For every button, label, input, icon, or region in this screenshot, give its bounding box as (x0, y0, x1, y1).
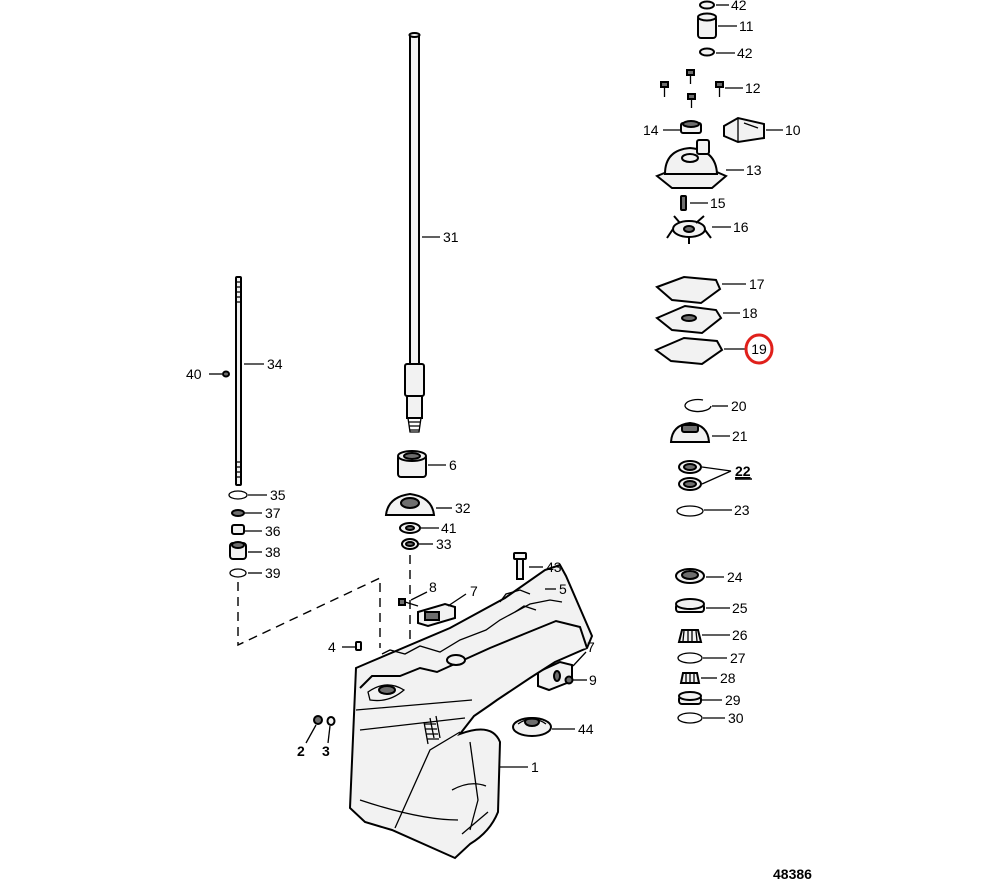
part-washer-37 (231, 509, 245, 517)
callout-14: 14 (643, 122, 659, 138)
part-impeller-16 (666, 215, 712, 244)
part-oring-39 (229, 568, 247, 578)
part-face-plate-18 (655, 304, 723, 335)
callout-20: 20 (731, 398, 747, 414)
part-oring-27 (677, 652, 703, 664)
callout-21: 21 (732, 428, 748, 444)
callout-2: 2 (297, 743, 305, 759)
callout-19-highlight: 19 (744, 333, 774, 365)
part-oil-seals-22 (678, 460, 702, 491)
part-bushing-36 (231, 524, 245, 535)
part-pump-housing-13 (655, 139, 728, 189)
part-pin-4 (355, 641, 362, 651)
callout-34: 34 (267, 356, 283, 372)
callout-10: 10 (785, 122, 801, 138)
part-gasket-19 (653, 336, 724, 366)
part-bearing-24 (675, 568, 705, 584)
part-washer-41 (399, 522, 421, 534)
part-carrier-21 (669, 421, 711, 443)
callout-24: 24 (727, 569, 743, 585)
callout-7b: 7 (587, 639, 595, 655)
part-seal-3 (326, 716, 336, 726)
dashed-leader-shift-shaft (237, 576, 381, 648)
callout-11: 11 (739, 18, 754, 34)
callout-41: 41 (441, 520, 457, 536)
callout-43: 43 (546, 559, 562, 575)
callout-44: 44 (578, 721, 594, 737)
callout-25: 25 (732, 600, 748, 616)
callout-42a: 42 (731, 0, 747, 13)
callout-23: 23 (734, 502, 750, 518)
part-screws-12 (660, 69, 724, 108)
part-gear-housing-1 (348, 563, 594, 860)
callout-6: 6 (449, 457, 457, 473)
part-driveshaft-31 (404, 32, 425, 433)
callout-13: 13 (746, 162, 762, 178)
callout-39: 39 (265, 565, 281, 581)
callout-31: 31 (443, 229, 459, 245)
drawing-number: 48386 (773, 866, 812, 879)
callout-38: 38 (265, 544, 281, 560)
part-shift-shaft-34 (235, 276, 242, 486)
part-oring-42-lower (699, 47, 715, 57)
part-oring-30 (677, 712, 703, 724)
part-screw-8 (398, 598, 419, 607)
callout-labels: 42 11 42 12 14 10 13 15 16 31 17 18 19 4… (186, 0, 812, 879)
callout-28: 28 (720, 670, 736, 686)
part-tapered-bearing-26 (677, 629, 703, 643)
part-seal-32 (384, 492, 436, 516)
callout-12: 12 (745, 80, 761, 96)
part-screw-9 (564, 675, 574, 685)
callout-18: 18 (742, 305, 758, 321)
leader-lines (209, 4, 783, 768)
part-screw-43 (513, 552, 527, 580)
callout-42b: 42 (737, 45, 753, 61)
part-insert-10 (723, 116, 765, 144)
part-gasket-17 (655, 275, 722, 305)
part-grommet-14 (680, 120, 702, 134)
callout-27: 27 (730, 650, 746, 666)
callout-16: 16 (733, 219, 749, 235)
part-drive-key-15 (680, 195, 687, 211)
callout-37: 37 (265, 505, 281, 521)
callout-40: 40 (186, 366, 202, 382)
part-oring-42-top (699, 0, 715, 10)
callout-32: 32 (455, 500, 471, 516)
part-bushing-11 (697, 12, 717, 39)
part-anode-7-upper (417, 602, 456, 628)
callout-5: 5 (559, 581, 567, 597)
callout-29: 29 (725, 692, 741, 708)
callout-26: 26 (732, 627, 748, 643)
callout-7a: 7 (470, 583, 478, 599)
callout-30: 30 (728, 710, 744, 726)
callout-8: 8 (429, 579, 437, 595)
part-cover-44 (512, 717, 552, 737)
part-nut-33 (401, 538, 419, 550)
part-clip-40 (222, 370, 230, 378)
part-oring-35 (228, 490, 248, 500)
callout-4: 4 (328, 639, 336, 655)
callout-3: 3 (322, 743, 330, 759)
part-retaining-ring-20 (684, 398, 712, 413)
part-oring-23 (676, 505, 704, 517)
callout-1: 1 (531, 759, 539, 775)
callout-9: 9 (589, 672, 597, 688)
callout-19: 19 (751, 341, 767, 357)
callout-35: 35 (270, 487, 286, 503)
callout-17: 17 (749, 276, 765, 292)
part-shim-29 (678, 691, 702, 705)
callout-22: 22 (735, 463, 751, 479)
callout-36: 36 (265, 523, 281, 539)
part-bushing-6 (397, 450, 427, 478)
part-bearing-28 (679, 672, 701, 684)
callout-15: 15 (710, 195, 726, 211)
part-seal-2 (313, 715, 323, 725)
callout-33: 33 (436, 536, 452, 552)
part-seal-38 (229, 541, 247, 560)
part-race-25 (675, 598, 705, 613)
